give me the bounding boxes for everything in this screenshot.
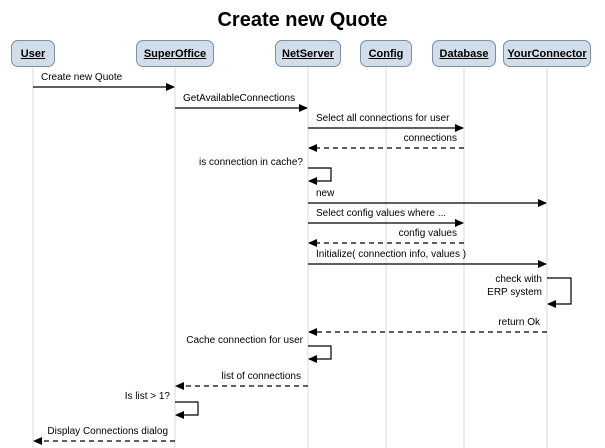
message-7-label: Select config values where ... bbox=[316, 208, 447, 219]
message-11-label: return Ok bbox=[498, 317, 540, 328]
message-3-label: Select all connections for user bbox=[316, 113, 450, 124]
participant-config: Config bbox=[360, 40, 412, 67]
message-12-label: Cache connection for user bbox=[186, 335, 303, 346]
message-5-label: is connection in cache? bbox=[199, 157, 303, 168]
message-10-label-2: ERP system bbox=[487, 287, 542, 298]
message-4-label: connections bbox=[403, 133, 457, 144]
message-10-self-arrow bbox=[547, 277, 572, 308]
participant-database: Database bbox=[432, 40, 496, 67]
message-9-label: Initialize( connection info, values ) bbox=[316, 249, 467, 260]
message-10-label-1: check with bbox=[495, 274, 542, 285]
participant-netserver: NetServer bbox=[275, 40, 341, 67]
message-6-label: new bbox=[316, 188, 335, 199]
participant-user: User bbox=[11, 40, 55, 67]
participant-superoffice: SuperOffice bbox=[136, 40, 214, 67]
message-8-label: config values bbox=[398, 228, 457, 239]
message-14-self-arrow bbox=[175, 401, 199, 419]
message-13-label: list of connections bbox=[221, 371, 302, 382]
message-14-label: Is list > 1? bbox=[124, 391, 170, 402]
diagram-title: Create new Quote bbox=[217, 9, 388, 31]
message-2-label: GetAvailableConnections bbox=[183, 93, 296, 104]
participant-yourconnector: YourConnector bbox=[503, 40, 591, 67]
message-5-self-arrow bbox=[308, 167, 332, 185]
message-1-label: Create new Quote bbox=[41, 72, 123, 83]
message-15-label: Display Connections dialog bbox=[47, 426, 168, 437]
message-12-self-arrow bbox=[308, 345, 332, 363]
